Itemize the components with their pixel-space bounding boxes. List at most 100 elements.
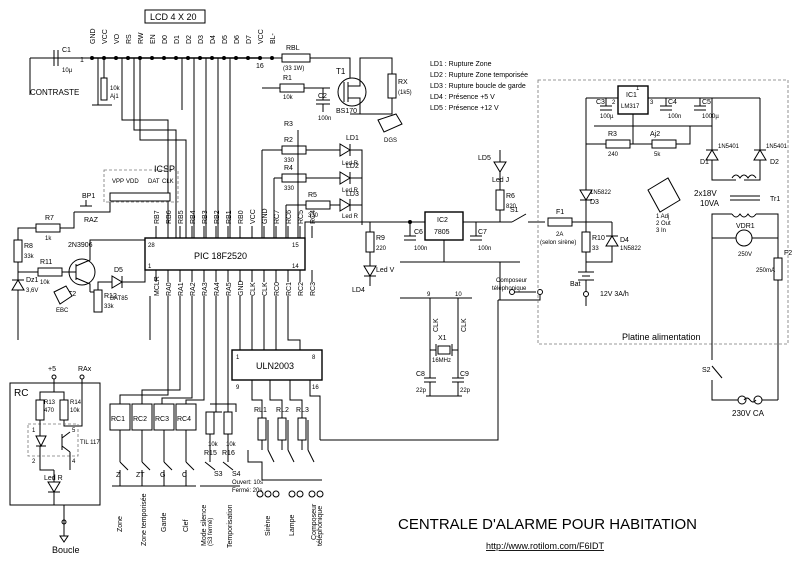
f1-label: F1 [556,209,564,216]
2n3906-package-icon [53,285,73,305]
bs170-package-icon [377,113,403,133]
uln-body [231,349,323,381]
lcd-pin-label: D3 [198,35,205,44]
lcd-pin-dot [174,56,178,60]
lcd-pin-dot [162,56,166,60]
r16-value: 10k [226,442,237,448]
terminal-icon [264,490,272,498]
ld5-value: Led J [492,177,509,184]
lm317-in: 3 In [656,228,666,234]
rc1-label: RC1 [111,416,125,423]
pic-bottom-pin-label: CLK [250,282,257,296]
sw-z-label: Z [116,472,121,479]
pic-bottom-pin-label: RC3 [310,282,317,296]
pic-bottom-pin-label: RC0 [274,282,281,296]
bp1-label: BP1 [82,193,95,200]
s2-label: S2 [702,367,711,374]
bottom-label: Zone temporisée [141,493,148,546]
c7-label: C7 [478,229,487,236]
til-pin5: 5 [72,428,76,434]
uln-pin1: 1 [236,355,240,361]
til-pin1: 1 [32,428,36,434]
t1-label: T1 [336,67,346,76]
reset-circuit: BP1 RAZ R7 1k R8 33k Dz1 3,6V R11 10k 2N… [11,193,146,340]
pic-pin14: 14 [292,264,299,270]
ebc-label: EBC [56,308,69,314]
comp-label: Composeur [496,278,527,284]
lcd-pin-label: D6 [234,35,241,44]
ld5-label: LD5 [478,155,491,162]
ld3-label: LD3 [346,191,359,198]
r3-label: R3 [284,121,293,128]
ic1-value: LM317 [621,104,640,110]
rl3-label: RL3 [296,407,309,414]
f2-value: 250mA [756,268,775,274]
lcd-pin-dot [246,56,250,60]
lcd-pin-dot [222,56,226,60]
d1-label: D1 [700,159,709,166]
r1-label: R1 [283,75,292,82]
c9-label: C9 [460,371,469,378]
lcd-pin-dot [198,56,202,60]
icsp-label: ICSP [154,164,175,174]
r9-label: R9 [376,235,385,242]
legend-item: LD1 : Rupture Zone [430,61,492,68]
pic-bottom-pin-label: RA4 [214,282,221,296]
aj1-value: 10k [110,86,121,92]
bottom-label: Zone [117,516,124,532]
pic-bottom-pin-label: RC2 [298,282,305,296]
ld4-value: Led V [376,267,395,274]
s4-label: S4 [232,471,241,478]
ic2-value: 7805 [434,229,450,236]
rbl-value: (33 1W) [283,66,304,72]
r12-label: R12 [104,293,117,300]
lcd-pin-label: D1 [174,35,181,44]
terminal-icon [256,490,264,498]
r13-value: 470 [44,408,55,414]
r9-value: 220 [376,246,387,252]
sw-g-label: G [160,472,165,479]
r13-label: R13 [44,400,56,406]
icsp-pin-label: DAT [148,179,160,185]
c2-value: 100n [318,116,331,122]
clk-label-2: CLK [461,318,468,332]
x1-value: 16MHz [432,358,451,364]
relays: RL1 RL2 RL3 [247,300,499,498]
tr1-amps: 10VA [700,199,720,208]
lcd-pin-label: RW [138,32,145,44]
terminal-icon [316,490,324,498]
ra-input-lines [119,296,229,412]
c4-label: C4 [668,99,677,106]
bottom-label: Mode silence [201,505,208,546]
pic-top-pin-label: RB3 [202,210,209,224]
mode-switches: 10k R15 10k R16 S3 S4 Ouvert: 10s Fermé:… [200,403,263,494]
aj2-label: Aj2 [650,131,660,138]
lcd-pin1: 1 [80,57,84,64]
relay-coil-icon [257,417,267,441]
r10-label: R10 [592,235,605,242]
bottom-label: Lampe [289,514,296,536]
lcd-pin-label: D4 [210,35,217,44]
icsp-box [103,169,179,203]
bat-value: 12V 3A/h [600,291,629,298]
icsp-header-icon [109,192,171,202]
rc2-label: RC2 [133,416,147,423]
relay-switch-icon [267,449,275,463]
pic-body [144,237,306,271]
c3-label: C3 [596,99,605,106]
r14-value: 10k [70,408,81,414]
lcd-pin-label: BL- [270,32,277,44]
source-url[interactable]: http://www.rotilom.com/F6IDT [486,541,605,551]
r3b-label: R3 [608,131,617,138]
f2-label: F2 [784,250,792,257]
ic1-label: IC1 [626,92,637,99]
c4-value: 100n [668,114,681,120]
status-leds: R2 330 LD1 Led R R4 330 LD2 Led R R5 330… [261,121,363,238]
clk-label-1: CLK [433,318,440,332]
pic-top-pin-label: RB7 [154,210,161,224]
crystal-oscillator: 9 10 CLK CLK X1 16MHz C8 22p C9 22p [400,292,472,397]
pic-top-pin-label: RB4 [190,210,197,224]
